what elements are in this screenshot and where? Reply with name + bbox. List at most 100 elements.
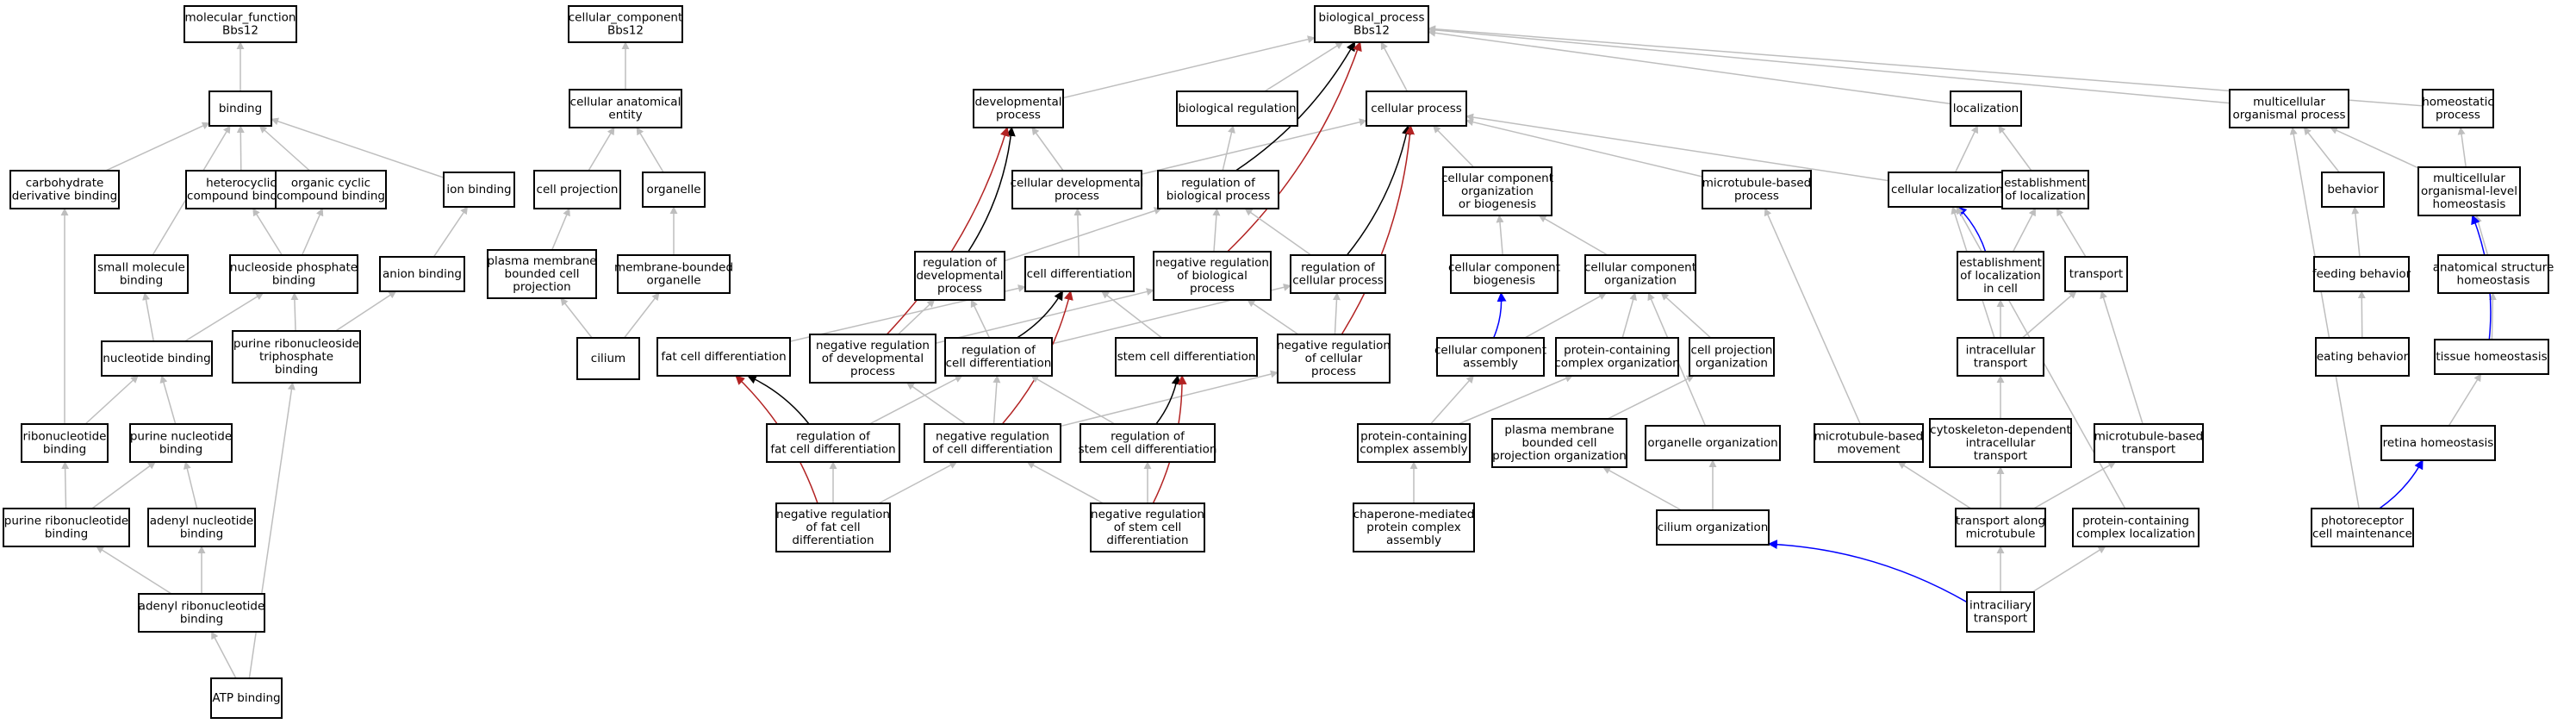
node-label-plasma-membrane-bounded-cell-projection-line-3: projection — [513, 280, 570, 294]
node-label-negative-regulation-of-cell-differentiation-line-1: negative regulation — [936, 430, 1049, 444]
node-cellular-localization[interactable]: cellular localization — [1888, 172, 2007, 208]
node-label-nucleoside-phosphate-binding-line-2: binding — [272, 274, 315, 288]
node-cell-differentiation[interactable]: cell differentiation — [1024, 256, 1135, 292]
node-cellular-process[interactable]: cellular process — [1366, 90, 1467, 127]
edge-is-a-cellular-developmental-process-to-developmental-process — [1031, 127, 1064, 172]
node-behavior[interactable]: behavior — [2321, 172, 2385, 208]
node-label-multicellular-organismal-process-line-1: multicellular — [2253, 96, 2325, 109]
node-label-microtubule-based-transport-line-2: transport — [2122, 443, 2175, 457]
node-label-cellular-component-assembly-line-1: cellular component — [1434, 344, 1546, 358]
edge-is-a-negative-regulation-of-developmental-process-to-negative-regulation-of-biological-process — [935, 288, 1154, 344]
node-label-eating-behavior-line-1: eating behavior — [2317, 350, 2409, 364]
node-box-cilium — [576, 337, 640, 380]
node-eating-behavior[interactable]: eating behavior — [2315, 337, 2410, 377]
node-transport[interactable]: transport — [2064, 256, 2128, 292]
node-box-negative-regulation-of-biological-process — [1153, 251, 1272, 301]
node-label-negative-regulation-of-developmental-process-line-2: of developmental — [822, 352, 924, 365]
edge-is-a-cell-projection-organization-to-cellular-component-organization — [1660, 292, 1712, 339]
edge-is-a-anion-binding-to-ion-binding — [432, 206, 469, 258]
node-nucleotide-binding[interactable]: nucleotide binding — [101, 340, 213, 377]
node-biological-regulation[interactable]: biological regulation — [1176, 90, 1298, 127]
node-cilium[interactable]: cilium — [576, 337, 640, 380]
node-cell-projection[interactable]: cell projection — [533, 170, 621, 209]
node-label-purine-ribonucleotide-binding-line-2: binding — [45, 527, 88, 541]
node-atp-binding[interactable]: ATP binding — [210, 677, 283, 719]
node-box-mf-root — [184, 5, 297, 43]
node-stem-cell-differentiation[interactable]: stem cell differentiation — [1115, 337, 1258, 377]
node-fat-cell-differentiation[interactable]: fat cell differentiation — [656, 337, 791, 377]
edge-is-a-purine-nucleotide-binding-to-nucleotide-binding — [159, 375, 177, 425]
node-retina-homeostasis[interactable]: retina homeostasis — [2380, 425, 2496, 461]
node-label-negative-regulation-of-stem-cell-differentiation-line-1: negative regulation — [1091, 508, 1204, 521]
node-binding[interactable]: binding — [208, 90, 272, 127]
node-cytoskeleton-dependent-intracellular-transport[interactable]: cytoskeleton-dependentintracellulartrans… — [1929, 418, 2072, 468]
node-tissue-homeostasis[interactable]: tissue homeostasis — [2434, 339, 2549, 375]
node-cilium-organization[interactable]: cilium organization — [1656, 509, 1770, 546]
node-localization[interactable]: localization — [1950, 90, 2022, 127]
node-feeding-behavior[interactable]: feeding behavior — [2312, 256, 2411, 292]
edge-is-a-regulation-of-developmental-process-to-regulation-of-biological-process — [1004, 207, 1162, 262]
node-box-nucleotide-binding — [101, 340, 213, 377]
node-anion-binding[interactable]: anion binding — [379, 256, 465, 292]
node-ion-binding[interactable]: ion binding — [443, 172, 515, 208]
node-box-cell-differentiation — [1024, 256, 1135, 292]
node-organelle-organization[interactable]: organelle organization — [1645, 425, 1781, 461]
node-box-localization — [1950, 90, 2022, 127]
edge-is-a-protein-containing-complex-organization-to-cellular-component-organization — [1621, 292, 1637, 339]
node-organelle[interactable]: organelle — [642, 172, 706, 208]
